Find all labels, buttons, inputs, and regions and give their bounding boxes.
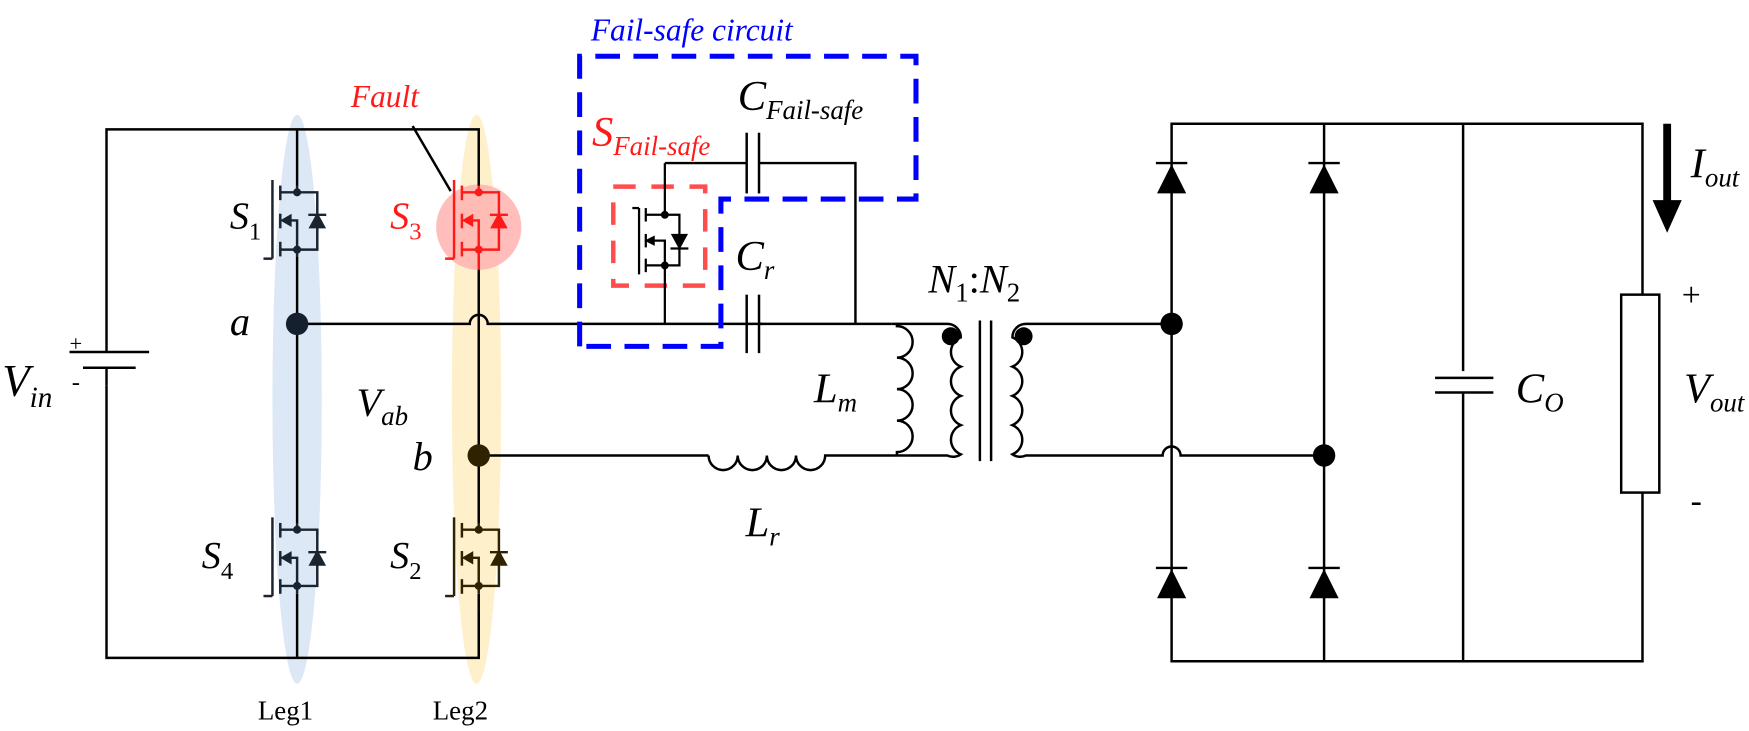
transformer — [896, 320, 1325, 462]
failsafe-circuit-box — [577, 53, 919, 349]
s4-label: S4 — [202, 535, 233, 585]
switch-s1 — [263, 179, 327, 260]
bridge-node-bottom — [1312, 444, 1336, 467]
switch-s4 — [263, 517, 327, 598]
secondary-dot — [1014, 327, 1033, 346]
node-b-label: b — [413, 434, 433, 479]
cr-label: Cr — [735, 233, 774, 285]
leg1-label: Leg1 — [258, 696, 313, 726]
diode-d2 — [1308, 161, 1340, 194]
node-a-label: a — [230, 299, 250, 344]
turns-ratio-label: N1:N2 — [927, 256, 1020, 307]
capacitor-cr — [745, 294, 892, 354]
switch-sfailsafe — [632, 163, 689, 324]
diode-d1 — [1155, 161, 1188, 194]
failsafe-circuit-title: Fail-safe circuit — [590, 12, 794, 47]
cfailsafe-label: CFail-safe — [738, 73, 864, 125]
primary-dot — [941, 327, 960, 346]
s2-label: S2 — [390, 535, 421, 585]
sfailsafe-label: SFail-safe — [592, 109, 710, 161]
vin-label: Vin — [2, 356, 52, 414]
leg2-label: Leg2 — [433, 696, 488, 726]
inductor-lm — [891, 322, 914, 456]
diode-bridge — [1170, 122, 1644, 663]
iout-arrow-icon — [1652, 123, 1682, 233]
load-resistor — [1619, 293, 1661, 494]
iout-label: Iout — [1690, 141, 1741, 193]
switch-s3-faulted — [445, 179, 508, 270]
diode-d3 — [1155, 566, 1188, 599]
vab-label: Vab — [357, 380, 409, 431]
s3-label: S3 — [390, 195, 421, 245]
co-label: CO — [1516, 366, 1564, 418]
input-wiring — [105, 128, 763, 660]
diode-d4 — [1308, 566, 1340, 599]
vout-label: Vout — [1684, 366, 1746, 418]
fault-pointer-line — [411, 125, 452, 192]
capacitor-co — [1435, 371, 1494, 394]
vin-source: + - Vin — [2, 331, 150, 414]
capacitor-cfailsafe — [664, 132, 857, 324]
vin-minus-sign: - — [72, 369, 80, 396]
node-b — [467, 444, 490, 467]
s1-label: S1 — [230, 195, 261, 245]
lm-label: Lm — [813, 366, 857, 418]
bridge-node-top — [1160, 312, 1183, 336]
vout-plus-sign: + — [1682, 277, 1701, 314]
vin-plus-sign: + — [70, 331, 83, 356]
sfailsafe-switch-box — [611, 184, 708, 288]
lr-label: Lr — [745, 499, 781, 551]
inductor-lr — [707, 454, 897, 472]
fault-label: Fault — [350, 79, 420, 114]
vout-minus-sign: - — [1691, 483, 1702, 520]
node-a — [285, 312, 309, 336]
switch-s2 — [445, 517, 508, 598]
